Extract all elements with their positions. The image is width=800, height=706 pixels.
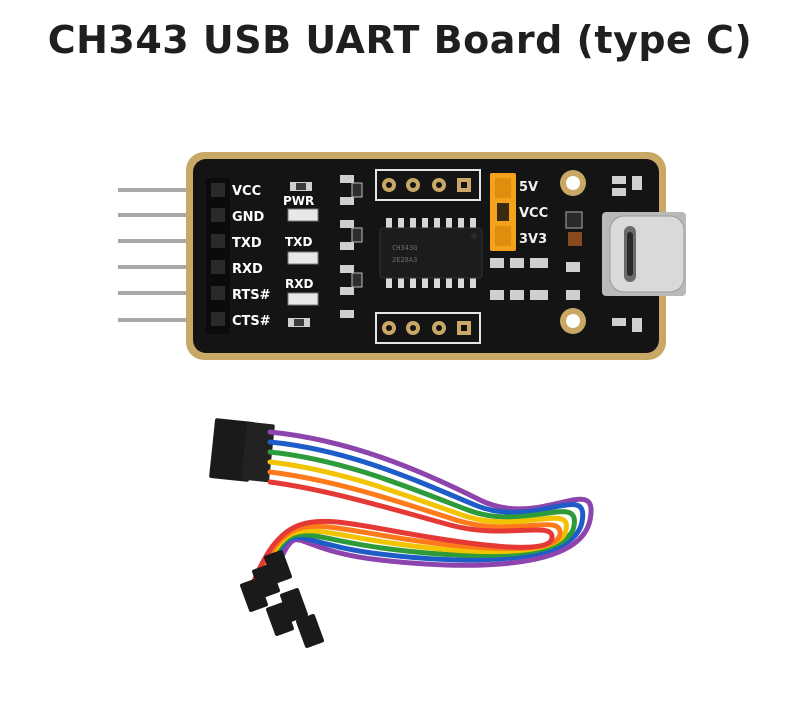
chip-marking-2: 2E28A3 [392, 256, 417, 264]
led-label-rxd: RXD [285, 277, 313, 291]
pin-header-housing [206, 178, 230, 334]
pin-label-cts: CTS# [232, 314, 271, 329]
header-pins [118, 188, 190, 322]
smd-components-left [340, 175, 363, 318]
cable-connectors-bottom [240, 550, 324, 648]
pin-label-vcc: VCC [232, 184, 261, 199]
chip-marking-1: CH343G [392, 244, 417, 252]
jumper-label-3v3: 3V3 [519, 232, 547, 247]
pin-label-gnd: GND [232, 210, 265, 225]
led-label-pwr: PWR [283, 194, 314, 208]
usb-uart-board: VCC GND TXD RXD RTS# CTS# PWR TXD RXD [118, 152, 686, 360]
led-label-txd: TXD [285, 235, 312, 249]
aux-header-bottom [375, 312, 481, 344]
mounting-holes [560, 170, 586, 334]
status-leds [287, 182, 319, 327]
cable-connector-top [209, 418, 275, 483]
pin-label-rts: RTS# [232, 288, 271, 303]
pin-label-rxd: RXD [232, 262, 263, 277]
smd-components-right [490, 176, 642, 332]
aux-header-top [375, 169, 481, 201]
usb-c-connector[interactable] [602, 212, 686, 296]
ch343-chip: CH343G 2E28A3 [379, 218, 483, 288]
jumper-label-5v: 5V [519, 180, 538, 195]
jumper-label-vcc: VCC [519, 206, 548, 221]
voltage-jumper[interactable] [490, 173, 516, 251]
page-title: CH343 USB UART Board (type C) [47, 18, 753, 62]
jumper-cable [209, 418, 594, 648]
pin-label-txd: TXD [232, 236, 262, 251]
